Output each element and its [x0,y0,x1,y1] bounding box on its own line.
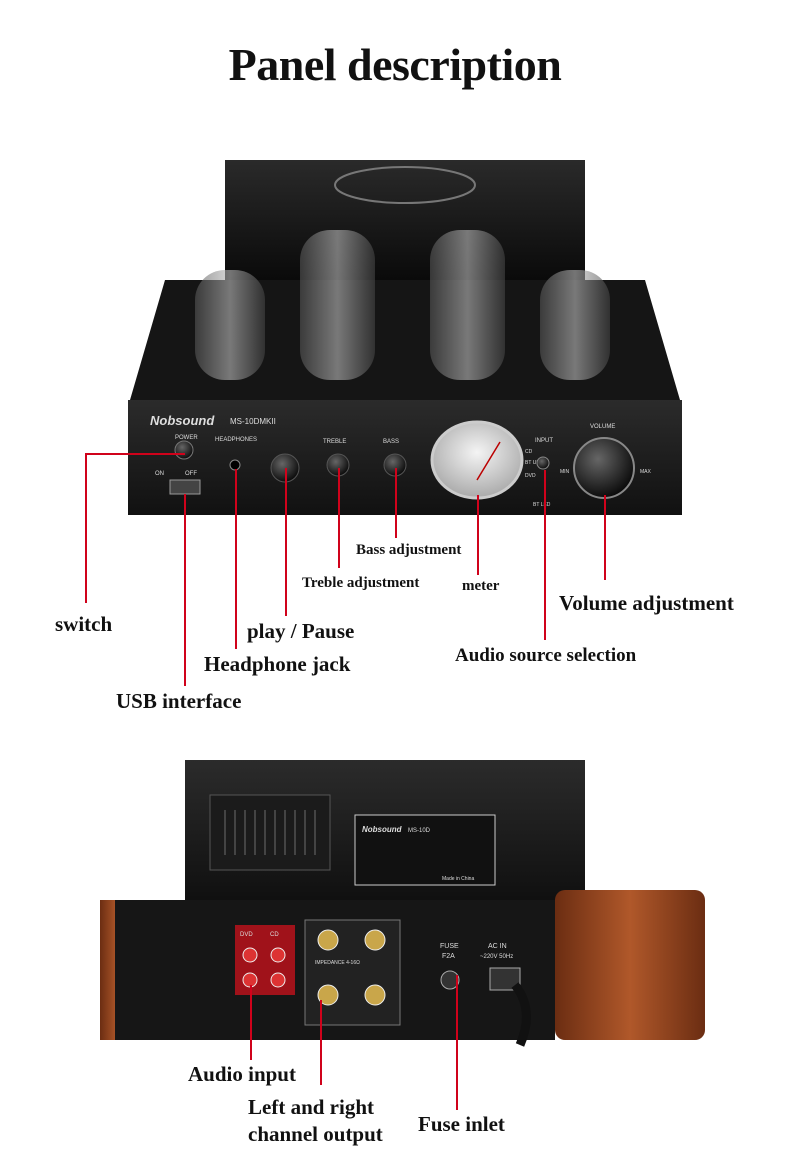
speaker-terminal-4[interactable] [364,984,386,1006]
audio-input-line [250,985,252,1060]
bass-adjustment-label: Bass adjustment [356,542,462,558]
audio-input-label: Audio input [188,1062,296,1086]
ac-in-marking: AC IN [488,943,507,950]
page-title: Panel description [228,39,562,90]
nameplate-made-in: Made in China [442,876,474,882]
front-brand: Nobsound [150,413,215,428]
front-model: MS-10DMKII [230,417,276,426]
nameplate-brand: Nobsound [362,825,403,834]
nameplate-model: MS-10D [408,828,431,834]
switch-line-h [85,453,185,455]
channel-output-label-line2: channel output [248,1122,383,1146]
usb-line [184,494,186,686]
treble-marking: TREBLE [323,439,346,445]
bass-marking: BASS [383,439,399,445]
play-line [285,468,287,616]
rear-amplifier-image: Nobsound MS-10D Made in China DVD CD IMP… [100,760,705,1047]
off-marking: OFF [185,471,197,477]
input-selector[interactable] [536,456,550,470]
play-pause-label: play / Pause [247,619,355,643]
fuse-holder[interactable] [440,970,460,990]
usb-port[interactable] [169,479,201,495]
fuse-inlet-label: Fuse inlet [418,1112,505,1136]
on-marking: ON [155,471,164,477]
power-switch[interactable] [174,440,194,460]
bass-line [395,468,397,538]
source-line [544,470,546,640]
channel-output-label-line1: Left and right [248,1095,374,1119]
bt-led-marking: BT LED [533,502,551,508]
power-marking: POWER [175,435,198,441]
rca-input-4[interactable] [270,972,286,988]
speaker-terminal-3[interactable] [317,984,339,1006]
volume-marking: VOLUME [590,424,615,430]
front-amplifier-image: Nobsound MS-10DMKII POWER ON OFF HEADPHO… [128,160,682,515]
dvd-marking: DVD [525,473,536,479]
fuse-rating: F2A [442,953,455,960]
vu-meter [430,420,524,500]
fuse-inlet-line [456,975,458,1110]
bt-usb-marking: BT USB [525,460,544,466]
speaker-terminal-2[interactable] [364,929,386,951]
impedance-marking: IMPEDANCE 4-16Ω [315,960,360,966]
treble-adjustment-label: Treble adjustment [302,575,420,591]
volume-line [604,495,606,580]
channel-output-line [320,1000,322,1085]
meter-label: meter [462,578,500,594]
volume-knob[interactable] [573,437,635,499]
ac-voltage-marking: ~220V 50Hz [480,954,513,960]
treble-line [338,468,340,568]
min-marking: MIN [560,469,570,475]
fuse-marking: FUSE [440,943,459,950]
input-marking: INPUT [535,438,553,444]
volume-adjustment-label: Volume adjustment [559,591,734,615]
audio-source-selection-label: Audio source selection [455,645,637,666]
dvd-jack-marking: DVD [240,932,253,938]
headphones-marking: HEADPHONES [215,437,257,443]
ac-inlet[interactable] [489,967,521,991]
switch-line-v [85,453,87,603]
cd-jack-marking: CD [270,932,279,938]
cd-marking: CD [525,449,533,455]
max-marking: MAX [640,469,652,475]
usb-interface-label: USB interface [116,689,242,713]
headphone-jack-label: Headphone jack [204,652,351,676]
rca-input-2[interactable] [270,947,286,963]
meter-line [477,495,479,575]
rca-input-1[interactable] [242,947,258,963]
speaker-terminal-1[interactable] [317,929,339,951]
headphone-line [235,469,237,649]
switch-label: switch [55,612,113,636]
